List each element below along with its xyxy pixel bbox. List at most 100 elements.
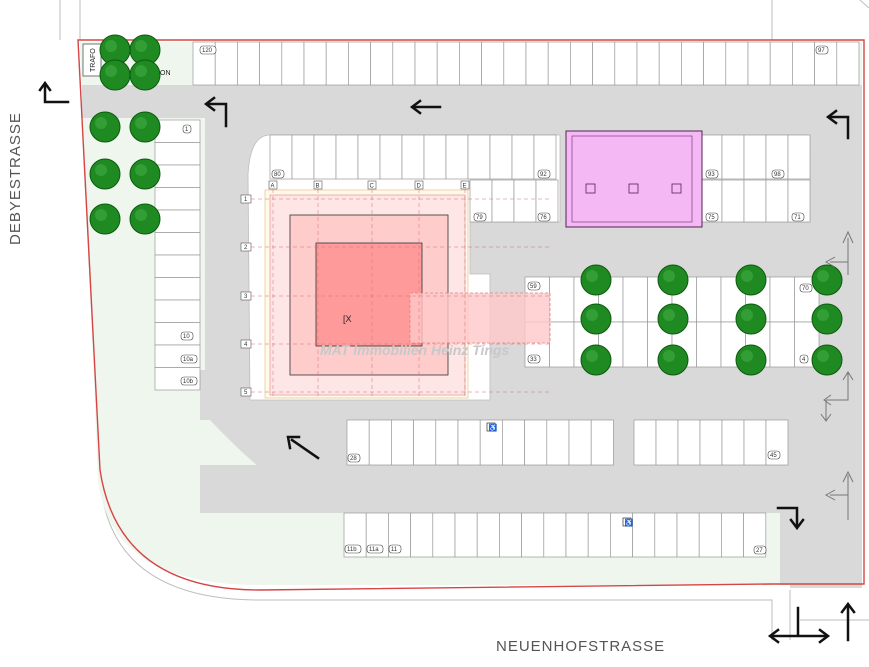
spot-number: 10b (183, 379, 194, 385)
spot-number-badge (771, 169, 785, 179)
parking-space (535, 179, 559, 223)
curb-line-bottom (789, 590, 869, 640)
curb-line-top-right (771, 0, 869, 40)
arrow-icon (203, 96, 216, 112)
tree-highlight (135, 65, 147, 77)
tree-highlight (95, 209, 107, 221)
spot-number-badge (271, 169, 285, 179)
parking-space (587, 512, 611, 558)
parking-space (543, 512, 567, 558)
watermark: MAT Immobilien Heinz Tings (320, 342, 509, 358)
parking-space (348, 41, 371, 86)
parking-space (570, 41, 593, 86)
parking-space (154, 232, 201, 256)
tree-highlight (95, 164, 107, 176)
parking-space (622, 321, 648, 368)
parking-space (549, 321, 575, 368)
spot-number-badge (527, 281, 541, 291)
trees (89, 34, 843, 376)
parking-space (533, 134, 557, 180)
parking-space (677, 419, 701, 466)
spot-number-badge (180, 376, 198, 386)
spot-number: 70 (802, 286, 809, 292)
parking-space (747, 41, 771, 86)
parking-space (423, 134, 447, 180)
parking-space (368, 419, 392, 466)
spot-number: 11 (391, 547, 398, 553)
parking-space (769, 321, 795, 368)
spot-number-badge (180, 354, 198, 364)
axis-col-label: C (370, 184, 375, 190)
parking-space (154, 299, 201, 323)
arrow-icon (825, 109, 838, 125)
parking-space (721, 134, 745, 180)
pavilion (565, 130, 703, 228)
parking-space (154, 209, 201, 233)
street-label-debye: DEBYESTRASSE (7, 112, 24, 245)
parking-space (676, 512, 700, 558)
spot-number: 11b (347, 547, 357, 553)
tree-highlight (105, 40, 117, 52)
parking-space (590, 419, 614, 466)
tree-highlight (663, 350, 675, 362)
parking-space (743, 134, 767, 180)
pavilion-column (585, 183, 596, 194)
spot-number: 33 (530, 357, 537, 363)
tree-highlight (135, 164, 147, 176)
arrow-icon (776, 506, 799, 528)
tree-highlight (135, 40, 147, 52)
parking-col-left (154, 119, 201, 391)
lane-top (205, 118, 862, 136)
parking-space (699, 419, 723, 466)
spot-number-badge (767, 450, 781, 460)
spot-number: 28 (350, 456, 357, 462)
parking-space (614, 41, 638, 86)
parking-space (655, 419, 679, 466)
parking-space (721, 179, 745, 223)
parking-space (467, 134, 491, 180)
tree-highlight (586, 270, 598, 282)
spot-number: 75 (708, 215, 715, 221)
parking-space (413, 419, 437, 466)
arrow-icon (286, 435, 301, 450)
parking-space (401, 134, 425, 180)
spot-number-badge (199, 45, 217, 55)
building-marker: [X (343, 314, 352, 324)
svg-text:♿: ♿ (489, 423, 498, 432)
parking-space (658, 41, 682, 86)
parking-space (237, 41, 260, 86)
spot-number-badge (344, 544, 362, 554)
spot-number-badge (705, 212, 719, 222)
parking-space (743, 179, 767, 223)
arrow-icon (824, 230, 854, 275)
axis-col-label: B (316, 184, 320, 190)
spot-number-badge (527, 354, 541, 364)
parking-space (565, 512, 589, 558)
svg-text:♿: ♿ (625, 518, 634, 527)
arrow-icon (840, 601, 856, 614)
parking-space (491, 179, 515, 223)
tree-highlight (817, 309, 829, 321)
parking-rows-low (346, 419, 789, 466)
spot-number: 98 (774, 172, 781, 178)
parking-space (547, 41, 571, 86)
parking-row-bottom (343, 512, 767, 558)
parking-space (787, 134, 811, 180)
parking-space (445, 134, 469, 180)
spot-number-badge (799, 354, 809, 364)
spot-number-badge (473, 212, 487, 222)
axis-row-label: 3 (244, 294, 248, 300)
arrow-icon (290, 438, 320, 460)
spot-number-badge (705, 169, 719, 179)
parking-space (214, 41, 238, 86)
arrow-icon (828, 115, 850, 140)
spot-number-badge (182, 124, 192, 134)
parking-space (357, 134, 381, 180)
parking-space (414, 41, 438, 86)
parking-space (410, 512, 434, 558)
arrow-icon (789, 518, 805, 531)
parking-space (521, 512, 545, 558)
